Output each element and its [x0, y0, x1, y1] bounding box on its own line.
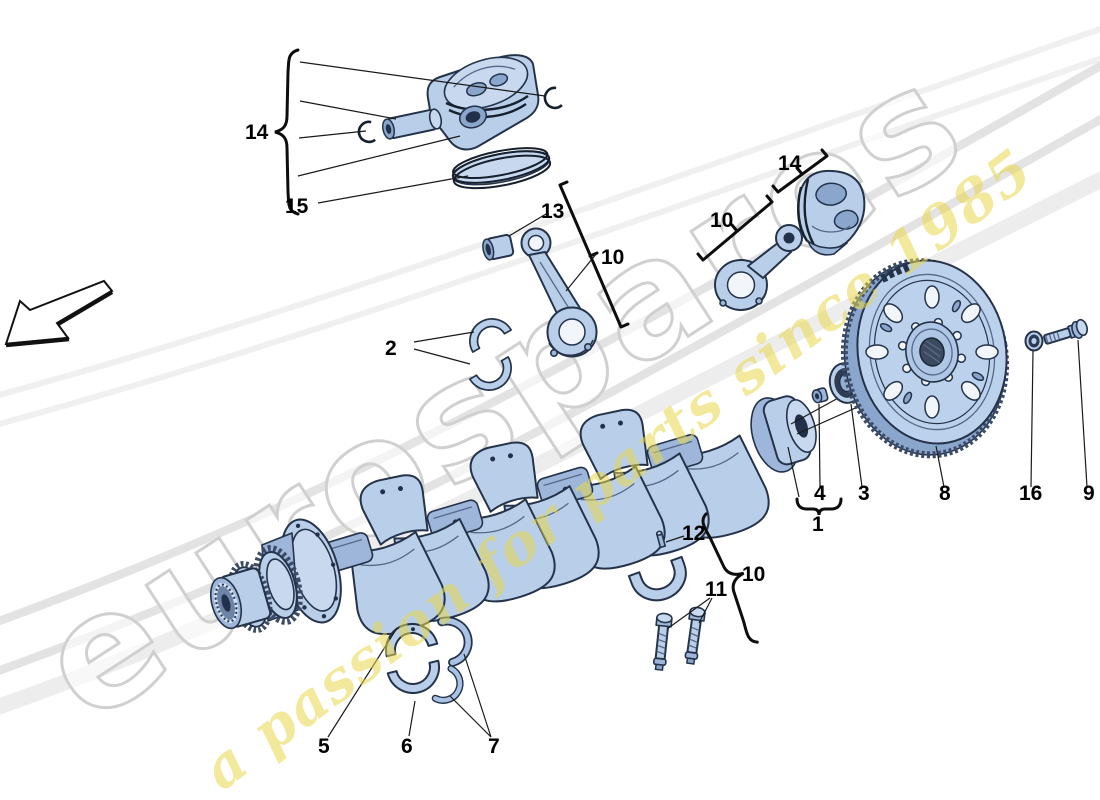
- callout-10-conrod-left: 10: [601, 246, 624, 269]
- circlip-right: [541, 85, 564, 112]
- main-bearing-cap: [627, 555, 687, 602]
- callout-15: 15: [285, 195, 309, 218]
- piston-pin-bore: [459, 105, 487, 129]
- callout-9: 9: [1083, 482, 1095, 505]
- piston-ring-set: [451, 147, 552, 190]
- small-end-bush: [482, 233, 515, 261]
- flywheel-lightening-holes: [865, 285, 999, 419]
- callout-10-conrod-right: 10: [710, 209, 733, 232]
- callout-12: 12: [682, 522, 705, 545]
- callout-13: 13: [541, 200, 564, 223]
- callout-labels: 14 15 13 10 2 14 10 12 10 11 5 6 7 1 4 3…: [245, 121, 1095, 758]
- crankshaft-rear-flange: [750, 395, 817, 473]
- callout-14-left: 14: [245, 121, 269, 144]
- gudgeon-pin: [382, 108, 443, 140]
- crankshaft: [209, 395, 817, 644]
- flywheel-timing-marks: [880, 263, 911, 283]
- callout-7: 7: [488, 735, 500, 758]
- callout-2: 2: [385, 337, 397, 360]
- callout-16: 16: [1019, 482, 1042, 505]
- callout-1: 1: [812, 513, 824, 536]
- connecting-rod-left: [482, 227, 598, 358]
- piston-right: [797, 169, 866, 256]
- leader-lines: [297, 61, 1088, 738]
- callout-14-right: 14: [778, 152, 802, 175]
- front-spacer-bush: [811, 387, 829, 404]
- flywheel-center-bore: [919, 337, 945, 367]
- crankshaft-splined-snout: [209, 567, 272, 630]
- flywheel-bolt: [1043, 318, 1089, 345]
- piston-assembly-left: [356, 54, 564, 190]
- flywheel-washer: [1024, 330, 1044, 352]
- connecting-rod-right: [714, 224, 803, 311]
- callout-4: 4: [814, 482, 826, 505]
- callout-8: 8: [939, 482, 951, 505]
- flywheel: [840, 258, 1010, 459]
- callout-6: 6: [401, 735, 413, 758]
- direction-arrow-icon: [4, 279, 114, 348]
- cap-bolt-1: [650, 611, 674, 672]
- callout-brackets: [274, 48, 843, 644]
- callout-11: 11: [705, 578, 728, 601]
- piston-crown: [443, 56, 529, 110]
- callout-10-cap-group: 10: [742, 563, 765, 586]
- callout-5: 5: [318, 735, 330, 758]
- circlip-left: [356, 119, 377, 145]
- callout-3: 3: [858, 482, 870, 505]
- main-bearing-shells: [379, 617, 446, 700]
- bearing-cap-pin: [655, 530, 667, 549]
